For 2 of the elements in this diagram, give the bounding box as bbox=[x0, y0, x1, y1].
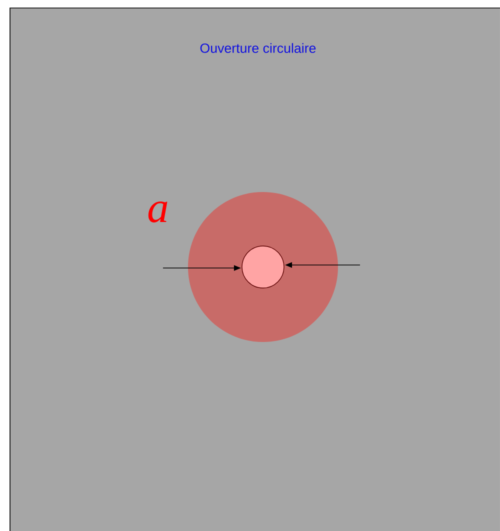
title: Ouverture circulaire bbox=[200, 43, 316, 53]
dimension-label: a bbox=[148, 202, 168, 222]
